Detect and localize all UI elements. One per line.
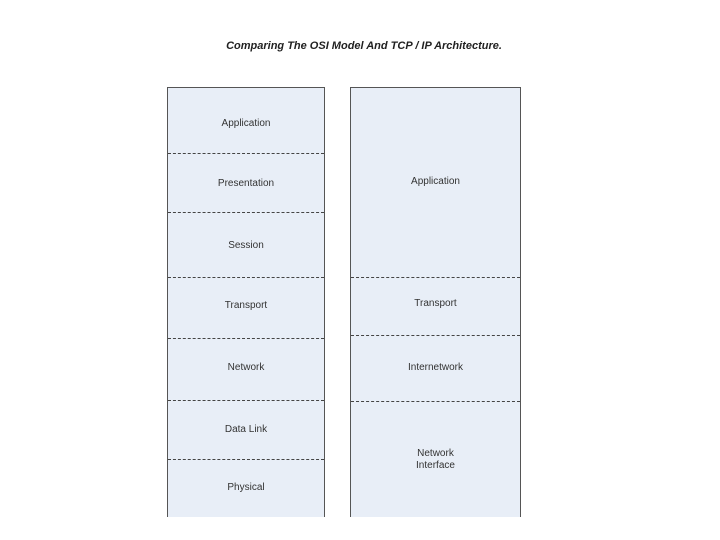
tcpip-layer-application: Application	[411, 175, 460, 187]
tcpip-divider	[351, 277, 520, 278]
osi-layer-network: Network	[227, 361, 265, 373]
osi-layer-application: Application	[221, 117, 271, 129]
tcpip-layer-transport: Transport	[414, 297, 457, 309]
osi-model-column: Application Presentation Session Transpo…	[167, 87, 325, 517]
osi-divider	[168, 459, 324, 460]
osi-layer-presentation: Presentation	[217, 177, 275, 189]
osi-layer-transport: Transport	[224, 299, 268, 311]
osi-layer-session: Session	[228, 239, 264, 251]
tcpip-architecture-column: Application Transport Internetwork Netwo…	[350, 87, 521, 517]
osi-divider	[168, 338, 324, 339]
diagram-title: Comparing The OSI Model And TCP / IP Arc…	[226, 40, 502, 52]
osi-divider	[168, 277, 324, 278]
osi-divider	[168, 153, 324, 154]
osi-layer-data-link: Data Link	[224, 423, 268, 435]
osi-layer-physical: Physical	[227, 481, 265, 493]
tcpip-divider	[351, 335, 520, 336]
tcpip-layer-internetwork: Internetwork	[407, 361, 464, 373]
osi-divider	[168, 212, 324, 213]
tcpip-divider	[351, 401, 520, 402]
tcpip-layer-network-interface: Network Interface	[416, 447, 455, 472]
osi-divider	[168, 400, 324, 401]
